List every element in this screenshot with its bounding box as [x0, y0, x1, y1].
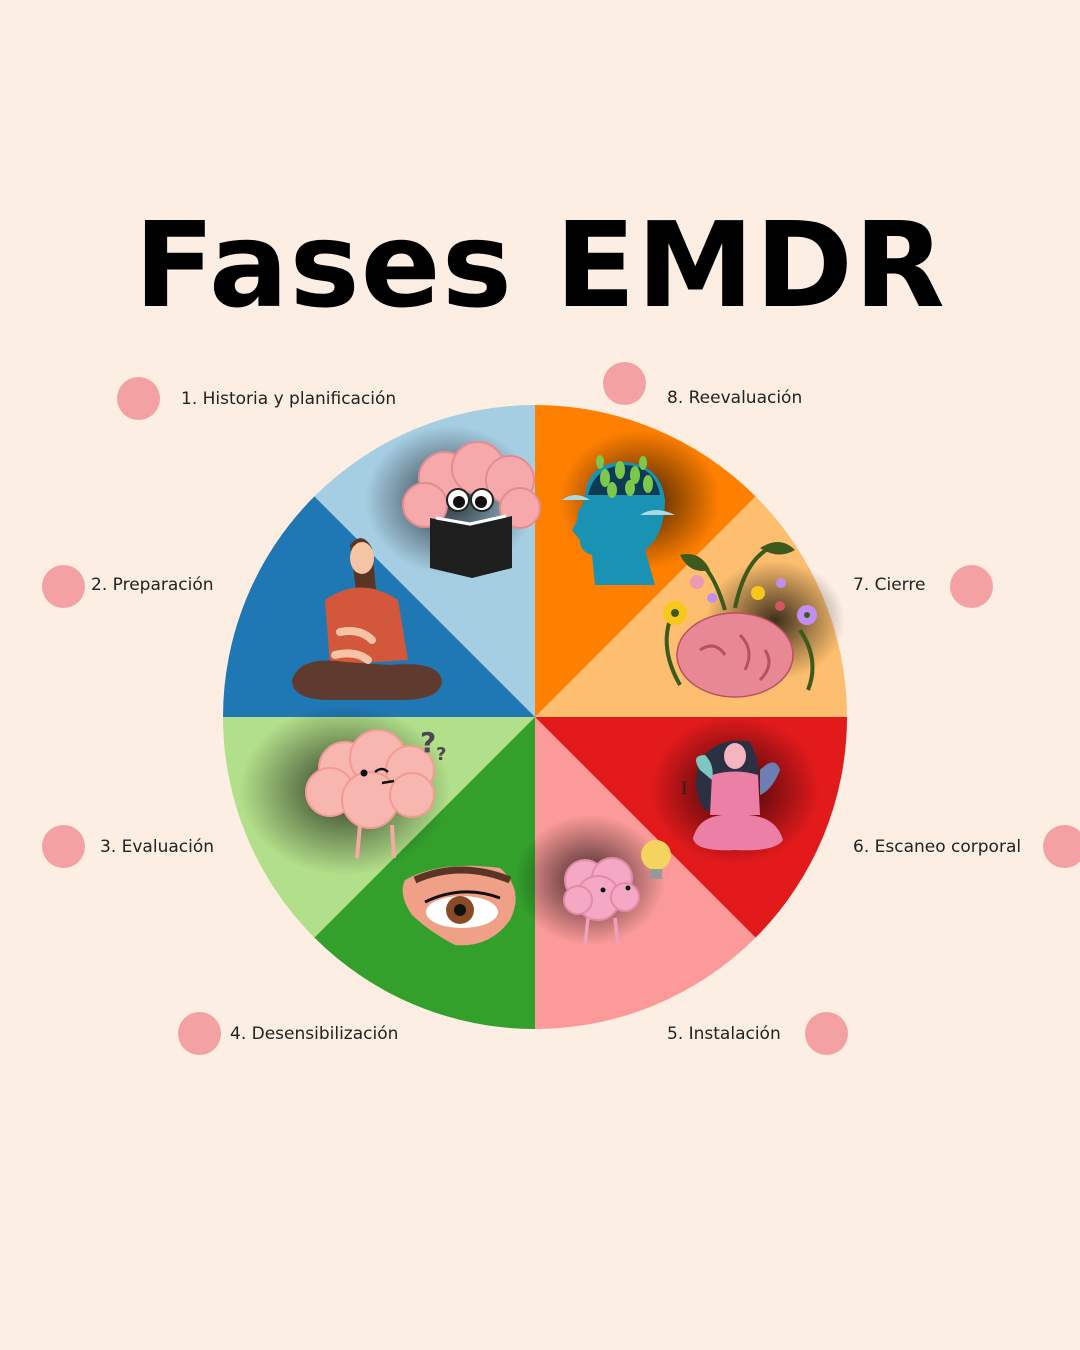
phase-3-label: 3. Evaluación — [100, 837, 215, 857]
phase-3-marker-dot — [42, 825, 85, 868]
phase-1-label: 1. Historia y planificación — [181, 389, 397, 409]
phase-2-marker-dot — [42, 565, 85, 608]
phase-8-marker-dot — [603, 362, 646, 405]
phase-5-label: 5. Instalación — [667, 1024, 781, 1044]
svg-text:?: ? — [436, 744, 446, 765]
head-plants-growth-icon — [560, 430, 720, 585]
brain-lightbulb-icon — [515, 815, 671, 946]
brain-reading-book-icon — [365, 425, 541, 578]
phase-6-label: 6. Escaneo corporal — [853, 837, 1022, 857]
woman-breathing-meditation-icon — [292, 538, 442, 700]
woman-self-hug-meditation-icon — [650, 715, 820, 865]
confused-brain-question-icon: ? ? — [240, 705, 450, 875]
phase-2-label: 2. Preparación — [91, 575, 214, 595]
svg-text:?: ? — [420, 726, 436, 759]
brain-flowers-icon — [663, 541, 845, 698]
eye-icon — [402, 865, 516, 946]
phase-4-marker-dot — [178, 1012, 221, 1055]
phase-1-marker-dot — [117, 377, 160, 420]
phase-8-label: 8. Reevaluación — [667, 388, 803, 408]
phase-5-marker-dot — [805, 1012, 848, 1055]
phase-4-label: 4. Desensibilización — [230, 1024, 399, 1044]
page-title: Fases EMDR — [134, 196, 946, 334]
phase-7-marker-dot — [950, 565, 993, 608]
phase-7-label: 7. Cierre — [853, 575, 926, 595]
stray-glyph: I — [681, 779, 688, 799]
phase-6-marker-dot — [1043, 825, 1080, 868]
